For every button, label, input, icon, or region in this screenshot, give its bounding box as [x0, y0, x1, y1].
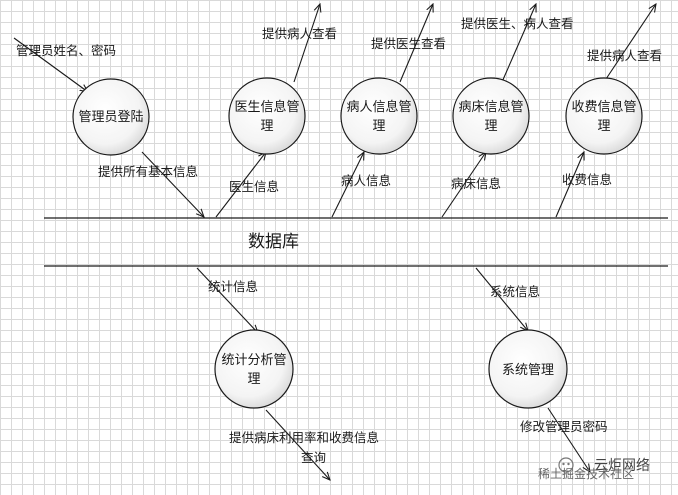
process-label-line2: 理 — [597, 119, 610, 134]
process-patient-mgmt: 病人信息管 理 — [340, 77, 418, 155]
flow-label-doctor-info: 医生信息 — [229, 179, 279, 194]
process-label-line1: 统计分析管 — [221, 353, 286, 368]
flow-label-admin-input: 管理员姓名、密码 — [16, 43, 116, 58]
flow-label-stats-out-line1: 提供病床利用率和收费信息 — [229, 430, 379, 445]
flow-label-patient-info: 病人信息 — [341, 173, 391, 188]
flow-arrow-stats-info — [196, 267, 258, 333]
process-admin-login: 管理员登陆 — [72, 78, 150, 156]
process-label-line2: 理 — [260, 119, 273, 134]
process-label-line1: 病人信息管 — [346, 99, 411, 115]
process-label-line1: 收费信息管 — [571, 99, 636, 115]
process-bed-mgmt: 病床信息管 理 — [452, 77, 530, 155]
process-circle — [214, 329, 294, 409]
flow-label-fee-out: 提供病人查看 — [587, 48, 662, 63]
process-circle — [452, 77, 530, 155]
process-fee-mgmt: 收费信息管 理 — [565, 77, 643, 155]
process-label: 管理员登陆 — [78, 109, 143, 125]
flow-arrow-admin-input — [13, 37, 88, 92]
process-label-line1: 医生信息管 — [234, 99, 299, 115]
process-circle — [488, 329, 568, 409]
process-circle — [565, 77, 643, 155]
process-stats-mgmt: 统计分析管 理 — [214, 329, 294, 409]
flow-label-bed-info: 病床信息 — [451, 176, 501, 191]
flow-arrow-admin-to-db — [141, 151, 204, 217]
flow-label-stats-out-line2: 查询 — [301, 450, 326, 465]
flow-label-stats-info: 统计信息 — [208, 279, 258, 294]
flow-arrow-bed-out — [501, 4, 536, 83]
flow-label-fee-info: 收费信息 — [562, 172, 612, 187]
datastore-database: 数据库 — [44, 217, 668, 267]
flow-arrow-fee-out — [603, 4, 656, 83]
process-label-line2: 理 — [247, 372, 260, 387]
flow-label-system-info: 系统信息 — [490, 284, 540, 299]
process-circle — [340, 77, 418, 155]
flow-arrow-patient-out — [399, 4, 433, 83]
process-label-line2: 理 — [372, 119, 385, 134]
process-circle — [228, 77, 306, 155]
flow-label-admin-to-db: 提供所有基本信息 — [98, 164, 198, 179]
process-label-line2: 理 — [484, 119, 497, 134]
flow-arrow-system-out — [547, 407, 590, 472]
process-system-mgmt: 系统管理 — [488, 329, 568, 409]
process-circle — [72, 78, 150, 156]
process-label-line1: 病床信息管 — [458, 99, 523, 115]
watermark-text: 云炬网络 — [594, 458, 650, 474]
flow-arrow-doctor-info — [215, 152, 266, 218]
watermark-logo-icon — [558, 457, 574, 473]
flow-label-doctor-out: 提供病人查看 — [262, 26, 337, 41]
flow-label-system-out: 修改管理员密码 — [520, 419, 608, 434]
flow-arrow-doctor-out — [293, 4, 320, 83]
process-doctor-mgmt: 医生信息管 理 — [228, 77, 306, 155]
watermark-subtext: 稀土掘金技术社区 — [538, 466, 634, 481]
watermark: 云炬网络 稀土掘金技术社区 — [538, 457, 650, 481]
flow-arrow-system-info — [475, 267, 528, 331]
flow-label-bed-out: 提供医生、病人查看 — [461, 16, 574, 31]
flow-arrow-patient-info — [331, 152, 364, 218]
flow-arrow-bed-info — [441, 152, 486, 218]
flow-arrow-stats-out — [265, 409, 330, 480]
flow-arrow-fee-info — [555, 152, 584, 218]
flow-label-patient-out: 提供医生查看 — [371, 36, 446, 51]
process-label: 系统管理 — [502, 363, 554, 378]
datastore-label: 数据库 — [248, 232, 299, 252]
